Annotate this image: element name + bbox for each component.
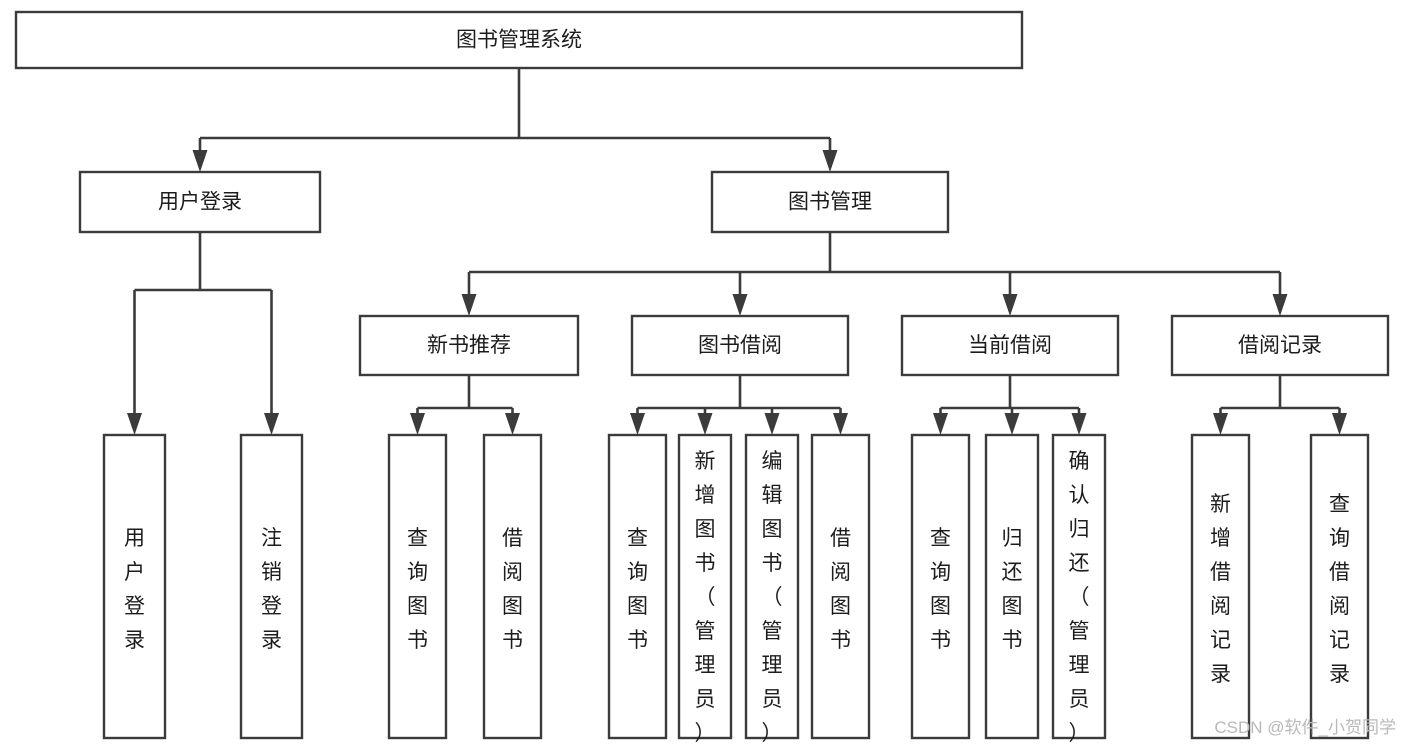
node-leaf-query-record[interactable]: 查询借阅记录 — [1309, 433, 1370, 740]
edge-current-borrow-arrowhead-1 — [1004, 413, 1020, 435]
node-leaf-query-book-rec[interactable]: 查询图书 — [387, 433, 448, 740]
edge-book-borrow-arrowhead-3 — [833, 413, 848, 435]
node-user-login-box — [78, 170, 322, 234]
edge-borrow-record-arrowhead-0 — [1213, 413, 1228, 435]
node-leaf-borrow-book-label: 借阅图书 — [830, 527, 851, 652]
edge-book-borrow-arrowhead-2 — [764, 413, 780, 435]
edge-current-borrow-arrowhead-0 — [933, 413, 948, 435]
edge-book-manage-arrowhead-0 — [461, 294, 477, 316]
node-user-login[interactable]: 用户登录 — [78, 170, 322, 234]
edge-book-manage-arrowhead-2 — [1002, 294, 1018, 316]
node-book-manage-label: 图书管理 — [788, 191, 872, 214]
node-leaf-logout-label: 注销登录 — [261, 527, 282, 652]
node-root[interactable]: 图书管理系统 — [14, 10, 1024, 70]
node-leaf-query-book-borrow[interactable]: 查询图书 — [607, 433, 668, 740]
node-root-label: 图书管理系统 — [456, 29, 582, 52]
node-new-book-rec-label: 新书推荐 — [427, 334, 511, 357]
node-leaf-logout[interactable]: 注销登录 — [239, 433, 304, 740]
node-leaf-logout-box — [239, 433, 304, 740]
node-layer: 图书管理系统用户登录图书管理新书推荐图书借阅当前借阅借阅记录用户登录注销登录查询… — [14, 10, 1390, 745]
node-current-borrow-box — [900, 314, 1120, 377]
node-leaf-add-book-label: 新增图书（管理员） — [695, 450, 716, 745]
node-leaf-user-login-box — [102, 433, 167, 740]
edge-root-arrowhead-0 — [192, 150, 208, 172]
node-new-book-rec-box — [358, 314, 580, 377]
node-leaf-query-book-borrow-box — [607, 433, 668, 740]
node-leaf-user-login-label: 用户登录 — [124, 527, 145, 652]
node-leaf-query-book-cur[interactable]: 查询图书 — [910, 433, 971, 740]
node-leaf-confirm-return-label: 确认归还（管理员） — [1069, 450, 1090, 745]
csdn-watermark: CSDN @软件_小贺同学 — [1214, 718, 1396, 737]
edge-book-manage-arrowhead-3 — [1272, 294, 1288, 316]
node-leaf-query-record-box — [1309, 433, 1370, 740]
node-leaf-add-record[interactable]: 新增借阅记录 — [1190, 433, 1251, 740]
edge-new-book-rec-arrowhead-1 — [505, 413, 520, 435]
node-leaf-query-book-rec-label: 查询图书 — [407, 527, 428, 652]
node-new-book-rec[interactable]: 新书推荐 — [358, 314, 580, 377]
node-leaf-return-book[interactable]: 归还图书 — [984, 433, 1040, 740]
node-borrow-record[interactable]: 借阅记录 — [1170, 314, 1390, 377]
node-leaf-add-record-box — [1190, 433, 1251, 740]
node-book-borrow[interactable]: 图书借阅 — [630, 314, 850, 377]
node-leaf-confirm-return[interactable]: 确认归还（管理员） — [1051, 433, 1107, 745]
edge-user-login-arrowhead-1 — [264, 413, 279, 435]
node-leaf-query-book-cur-box — [910, 433, 971, 740]
node-leaf-query-record-label: 查询借阅记录 — [1329, 493, 1350, 686]
node-leaf-add-book-box — [677, 433, 733, 740]
node-leaf-borrow-book-rec-label: 借阅图书 — [502, 527, 523, 652]
node-current-borrow[interactable]: 当前借阅 — [900, 314, 1120, 377]
edge-book-borrow-arrowhead-1 — [697, 413, 713, 435]
node-user-login-label: 用户登录 — [158, 191, 242, 214]
edge-new-book-rec-arrowhead-0 — [410, 413, 425, 435]
node-leaf-user-login[interactable]: 用户登录 — [102, 433, 167, 740]
node-leaf-add-book[interactable]: 新增图书（管理员） — [677, 433, 733, 745]
node-borrow-record-box — [1170, 314, 1390, 377]
node-leaf-confirm-return-box — [1051, 433, 1107, 740]
edge-root-arrowhead-1 — [822, 150, 838, 172]
node-leaf-query-book-rec-box — [387, 433, 448, 740]
edge-current-borrow-arrowhead-2 — [1071, 413, 1087, 435]
node-leaf-edit-book-label: 编辑图书（管理员） — [762, 450, 783, 745]
node-book-manage[interactable]: 图书管理 — [710, 170, 950, 234]
node-leaf-borrow-book-rec[interactable]: 借阅图书 — [482, 433, 543, 740]
edge-borrow-record-arrowhead-1 — [1332, 413, 1347, 435]
node-borrow-record-label: 借阅记录 — [1238, 334, 1322, 357]
node-leaf-borrow-book[interactable]: 借阅图书 — [810, 433, 871, 740]
node-book-borrow-box — [630, 314, 850, 377]
node-leaf-borrow-book-rec-box — [482, 433, 543, 740]
edge-book-manage-arrowhead-1 — [732, 294, 748, 316]
node-book-manage-box — [710, 170, 950, 234]
edge-book-borrow-arrowhead-0 — [630, 413, 645, 435]
connector-layer — [127, 68, 1347, 435]
edge-user-login-arrowhead-0 — [127, 413, 142, 435]
node-leaf-edit-book-box — [744, 433, 800, 740]
node-leaf-return-book-label: 归还图书 — [1002, 527, 1023, 652]
node-root-box — [14, 10, 1024, 70]
node-leaf-add-record-label: 新增借阅记录 — [1210, 493, 1231, 686]
node-current-borrow-label: 当前借阅 — [968, 334, 1052, 357]
node-book-borrow-label: 图书借阅 — [698, 334, 782, 357]
node-leaf-query-book-borrow-label: 查询图书 — [627, 527, 648, 652]
node-leaf-borrow-book-box — [810, 433, 871, 740]
node-leaf-return-book-box — [984, 433, 1040, 740]
node-leaf-edit-book[interactable]: 编辑图书（管理员） — [744, 433, 800, 745]
node-leaf-query-book-cur-label: 查询图书 — [930, 527, 951, 652]
